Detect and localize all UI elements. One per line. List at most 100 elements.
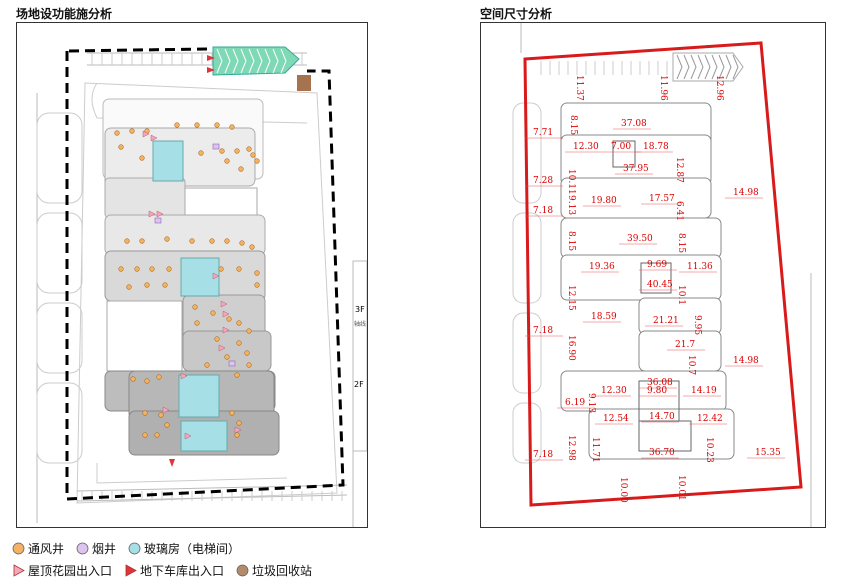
ventilation-shaft-icon [246, 146, 252, 152]
ventilation-shaft-icon [166, 266, 172, 272]
ventilation-shaft-icon [149, 266, 155, 272]
legend-item: 玻璃房（电梯间） [128, 540, 240, 557]
legend-label: 地下车库出入口 [140, 564, 225, 578]
dimension-label: 10.23 [704, 437, 714, 463]
ventilation-shaft-icon [130, 376, 136, 382]
red-triangle-icon [125, 564, 137, 577]
rooftop-exit-icon [222, 310, 230, 318]
dimension-label: 10.11 [566, 169, 576, 195]
ventilation-shafts [114, 122, 260, 438]
ventilation-shaft-icon [226, 316, 232, 322]
legend-item: 垃圾回收站 [236, 562, 312, 579]
dimension-label: 36.08 [647, 378, 673, 388]
ventilation-shaft-icon [214, 122, 220, 128]
dimension-label: 10.1 [676, 285, 686, 305]
dimension-label: 10.00 [618, 477, 628, 503]
legend-row-2: 屋顶花园出入口 地下车库出入口 垃圾回收站 [12, 562, 324, 579]
ventilation-shaft-icon [214, 336, 220, 342]
dimension-label: 12.54 [603, 414, 629, 424]
ventilation-shaft-icon [144, 378, 150, 384]
dimension-label: 37.08 [621, 119, 647, 129]
ventilation-shaft-icon [144, 282, 150, 288]
rooftop-exit-icon [162, 406, 170, 414]
legend-item: 屋顶花园出入口 [12, 562, 112, 579]
dimension-label: 7.28 [533, 176, 553, 186]
ventilation-shaft-icon [139, 155, 145, 161]
rooftop-exit-icon [148, 210, 156, 218]
dimension-label: 16.90 [566, 335, 576, 361]
dimension-label: 12.42 [697, 414, 723, 424]
ventilation-shaft-icon [114, 130, 120, 136]
ventilation-shaft-icon [204, 362, 210, 368]
ventilation-shaft-icon [229, 410, 235, 416]
ventilation-shaft-icon [234, 432, 240, 438]
ventilation-shaft-icon [229, 124, 235, 130]
ventilation-shaft-icon [162, 282, 168, 288]
ventilation-shaft-icon [234, 372, 240, 378]
ventilation-shaft-icon [126, 284, 132, 290]
ventilation-shaft-icon [239, 240, 245, 246]
side-parking [36, 112, 83, 464]
legend-label: 垃圾回收站 [252, 564, 313, 578]
ventilation-shaft-icon [124, 238, 130, 244]
ventilation-shaft-icon [194, 320, 200, 326]
ventilation-shaft-icon [164, 236, 170, 242]
legend-item: 地下车库出入口 [124, 562, 224, 579]
orange-circle-icon [12, 542, 25, 555]
ventilation-shaft-icon [134, 266, 140, 272]
ventilation-shaft-icon [129, 128, 135, 134]
dimension-label: 11.37 [574, 75, 584, 101]
garage-entrance-icon [207, 67, 215, 73]
ventilation-shaft-icon [224, 354, 230, 360]
dimension-label: 11.96 [658, 75, 668, 101]
ventilation-shaft-icon [164, 422, 170, 428]
dimension-label: 18.78 [643, 142, 669, 152]
rooftop-exit-icon [150, 134, 158, 142]
rooftop-exit-icon [220, 300, 228, 308]
site-boundary [65, 47, 345, 501]
rooftop-exit-icon [184, 432, 192, 440]
dimension-label: 12.96 [714, 75, 724, 101]
dimension-label: 6.19 [565, 398, 585, 408]
rooftop-exit-icon [222, 326, 230, 334]
ventilation-shaft-icon [189, 238, 195, 244]
smoke-shaft-icon [228, 360, 236, 367]
ventilation-shaft-icon [250, 152, 256, 158]
dimension-label: 14.19 [691, 386, 717, 396]
ventilation-shaft-icon [236, 340, 242, 346]
dimension-label: 7.18 [533, 450, 553, 460]
dimension-label: 9.95 [692, 315, 702, 335]
ventilation-shaft-icon [246, 362, 252, 368]
dimension-label: 10.7 [686, 355, 696, 375]
dimension-label: 12.30 [601, 386, 627, 396]
dimension-label: 12.15 [566, 285, 576, 311]
ventilation-shaft-icon [249, 244, 255, 250]
legend-label: 玻璃房（电梯间） [144, 542, 241, 556]
ventilation-shaft-icon [194, 122, 200, 128]
dimension-label: 14.98 [733, 188, 759, 198]
dimension-label: 6.41 [674, 201, 684, 221]
ventilation-shaft-icon [224, 158, 230, 164]
ventilation-shaft-icon [154, 432, 160, 438]
ventilation-shaft-icon [192, 304, 198, 310]
rooftop-exit-icon [180, 372, 188, 380]
dimension-label: 21.7 [675, 340, 695, 350]
dimension-label: 12.98 [566, 435, 576, 461]
dimension-label: 7.18 [533, 326, 553, 336]
ventilation-shaft-icon [234, 148, 240, 154]
side-label-2f: 2F [354, 380, 364, 389]
right-panel-title: 空间尺寸分析 [480, 7, 553, 21]
core-details [612, 140, 692, 452]
site-boundary-red [523, 41, 803, 507]
legend-row-1: 通风井烟井 玻璃房（电梯间） [12, 540, 252, 557]
facilities-site-plan: 3F 轴线 2F [16, 22, 368, 528]
legend-item: 通风井 [12, 540, 64, 557]
ventilation-shaft-icon [118, 266, 124, 272]
ventilation-shaft-icon [218, 266, 224, 272]
legend-item: 烟井 [76, 540, 116, 557]
purple-circle-icon [76, 542, 89, 555]
ventilation-shaft-icon [158, 412, 164, 418]
garden-zone-outline [672, 52, 744, 82]
